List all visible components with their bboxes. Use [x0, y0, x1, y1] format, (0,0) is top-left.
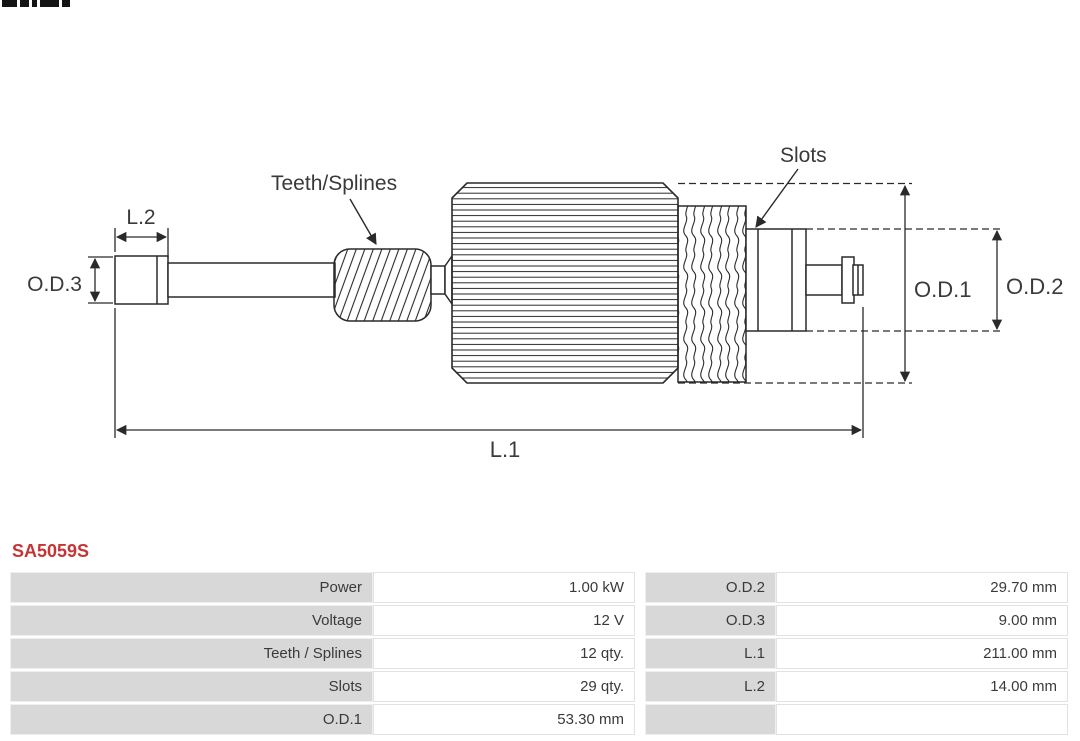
shaft-collar — [430, 253, 453, 307]
spec-label: L.2 — [645, 671, 776, 702]
spec-label: O.D.3 — [645, 605, 776, 636]
spec-label: L.1 — [645, 638, 776, 669]
shaft-right-end — [805, 256, 864, 304]
dim-label-od3: O.D.3 — [27, 273, 82, 296]
spec-label: Power — [10, 572, 373, 603]
teeth-splines-leader-arrow — [349, 198, 377, 245]
spec-table-right: O.D.2 29.70 mm O.D.3 9.00 mm L.1 211.00 … — [645, 572, 1068, 735]
spec-value: 12 V — [373, 605, 635, 636]
spec-value: 9.00 mm — [776, 605, 1068, 636]
armature-core — [451, 182, 679, 384]
commutator — [745, 228, 807, 332]
teeth-splines-label: Teeth/Splines — [271, 172, 397, 195]
spec-label: Teeth / Splines — [10, 638, 373, 669]
spec-value: 29 qty. — [373, 671, 635, 702]
spec-value: 14.00 mm — [776, 671, 1068, 702]
armature-shaft — [167, 262, 336, 298]
dim-label-l2: L.2 — [126, 206, 155, 229]
logo-fragment — [2, 0, 70, 8]
part-number: SA5059S — [12, 541, 90, 561]
spec-value: 1.00 kW — [373, 572, 635, 603]
armature-diagram: L.2 O.D.3 Teeth/Splines Slots O.D.1 O.D.… — [27, 144, 1063, 462]
spec-label: O.D.1 — [10, 704, 373, 735]
spec-label — [645, 704, 776, 735]
winding-slots — [677, 205, 747, 383]
spec-value: 29.70 mm — [776, 572, 1068, 603]
dim-label-od1: O.D.1 — [914, 277, 971, 302]
spec-value: 211.00 mm — [776, 638, 1068, 669]
dim-od3 — [88, 256, 113, 304]
spec-value — [776, 704, 1068, 735]
slots-leader-arrow — [755, 168, 799, 228]
spec-label: Voltage — [10, 605, 373, 636]
spec-value: 53.30 mm — [373, 704, 635, 735]
spec-label: O.D.2 — [645, 572, 776, 603]
dim-label-l1: L.1 — [490, 437, 521, 462]
spec-table-left: Power 1.00 kW Voltage 12 V Teeth / Splin… — [10, 572, 635, 735]
spec-value: 12 qty. — [373, 638, 635, 669]
slots-label: Slots — [780, 144, 827, 167]
spline-section — [333, 248, 432, 322]
dim-label-od2: O.D.2 — [1006, 274, 1063, 299]
spec-label: Slots — [10, 671, 373, 702]
shaft-left-cap — [114, 255, 169, 305]
dim-l2 — [114, 228, 169, 258]
dim-l1 — [114, 307, 864, 438]
